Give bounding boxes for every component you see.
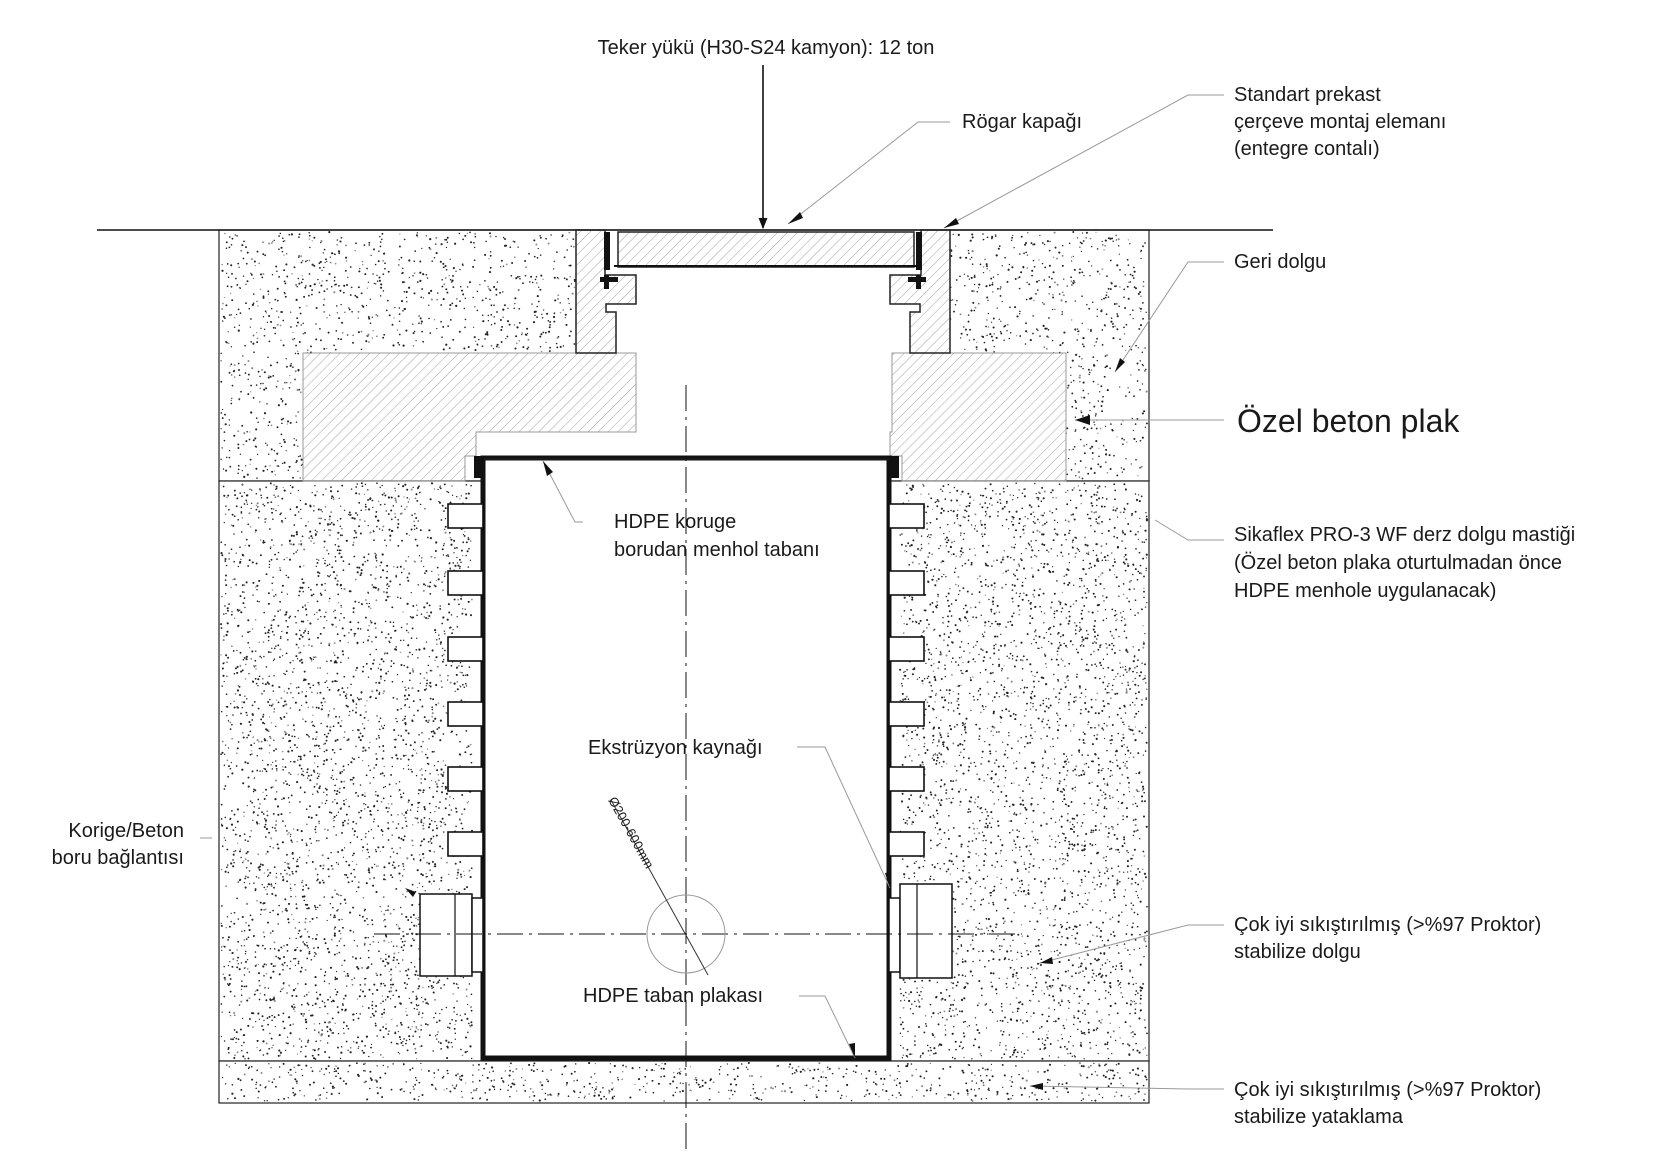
wheel-load-label: Teker yükü (H30-S24 kamyon): 12 ton — [598, 37, 935, 59]
pipe-connection-label-line2: boru bağlantısı — [52, 847, 184, 869]
concrete-slab-right — [889, 352, 1067, 482]
sealant-label-line1: Sikaflex PRO-3 WF derz dolgu mastiği — [1234, 524, 1575, 546]
sealant-label-line3: HDPE menhole uygulanacak) — [1234, 580, 1496, 602]
hdpe-base-label-line2: borudan menhol tabanı — [614, 539, 820, 561]
pipe-diameter-circle — [646, 894, 726, 974]
frame-gasket-right — [908, 232, 926, 289]
bedding-label-line2: stabilize yataklama — [1234, 1106, 1404, 1128]
bedding-label-line1: Çok iyi sıkıştırılmış (>%97 Proktor) — [1234, 1079, 1541, 1101]
corrugation-ribs — [447, 503, 925, 857]
frame-gasket-left — [600, 232, 618, 289]
frame-label-line1: Standart prekast — [1234, 84, 1381, 106]
bedding-zone — [218, 1060, 1150, 1104]
cover-label: Rögar kapağı — [962, 111, 1082, 133]
frame-label-line3: (entegre contalı) — [1234, 138, 1380, 160]
leader-arrowheads — [405, 212, 1125, 1090]
leader-lines — [200, 94, 1224, 1090]
frame-label-line2: çerçeve montaj elemanı — [1234, 111, 1446, 133]
fill-label-line1: Çok iyi sıkıştırılmış (>%97 Proktor) — [1234, 914, 1541, 936]
weld-label: Ekstrüzyon kaynağı — [588, 737, 763, 759]
fill-label-line2: stabilize dolgu — [1234, 941, 1361, 963]
sealant-left — [474, 456, 484, 478]
pipe-connection-left — [419, 893, 484, 977]
pipe-connection-label-line1: Korige/Beton — [68, 820, 184, 842]
manhole-cover — [617, 231, 915, 268]
backfill-label: Geri dolgu — [1234, 251, 1326, 273]
sealant-label-line2: (Özel beton plaka oturtulmadan önce — [1234, 552, 1562, 574]
concrete-slab-label: Özel beton plak — [1237, 403, 1460, 439]
pipe-connection-right — [888, 883, 953, 979]
hdpe-base-label-line1: HDPE koruge — [614, 511, 736, 533]
precast-frame-right — [889, 229, 951, 354]
base-plate-label: HDPE taban plakası — [583, 985, 763, 1007]
sealant-right — [889, 456, 899, 478]
